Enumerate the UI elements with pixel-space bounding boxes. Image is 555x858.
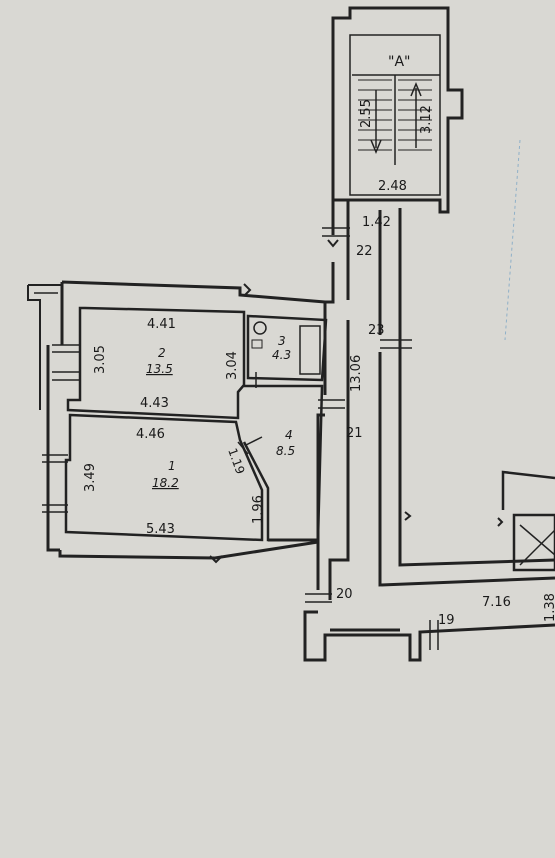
stair-arrow-right-head (410, 82, 422, 97)
stair-flight-right: 3.12 (419, 105, 434, 134)
dim-room2-bottom: 4.43 (140, 396, 169, 411)
room-4-walls (242, 384, 324, 542)
stair-treads-left (358, 79, 392, 151)
stair-flight-left: 2.55 (359, 99, 374, 128)
dim-room1-top: 4.46 (136, 427, 165, 442)
left-windows (42, 344, 80, 513)
room-3-number: 3 (278, 334, 286, 348)
bathtub (299, 325, 321, 375)
diag-wall-tick (237, 441, 249, 455)
room-3-area: 4.3 (272, 348, 291, 362)
ext-mark-2 (209, 555, 223, 564)
stair-treads-right (398, 79, 432, 151)
room-4-area: 8.5 (276, 444, 295, 458)
room-1-walls (64, 413, 264, 542)
ext-mark-1 (243, 283, 252, 297)
wall-mark-19: 19 (438, 613, 455, 628)
stair-width-label: 2.48 (378, 179, 407, 194)
sink-icon (251, 339, 263, 349)
corridor-right-wall (378, 210, 555, 587)
dim-corridor-right: 1.38 (543, 593, 555, 622)
room-1-door-tick (245, 436, 263, 446)
room-2-area: 13.5 (146, 362, 173, 376)
dim-corridor-bottom: 7.16 (482, 595, 511, 610)
wall-mark-23: 23 (368, 323, 385, 338)
dim-room1-left: 3.49 (83, 463, 98, 492)
stair-label: "A" (388, 54, 410, 70)
dim-room2-right: 3.04 (225, 351, 240, 380)
apartment-walls (27, 280, 328, 564)
room-3-walls (246, 314, 328, 382)
room-1-number: 1 (168, 459, 176, 473)
dim-room2-left: 3.05 (93, 345, 108, 374)
wall-mark-20: 20 (336, 587, 353, 602)
dim-diag-lower: 1.96 (251, 495, 266, 524)
room-2-number: 2 (158, 346, 166, 360)
room-1-area: 18.2 (152, 476, 179, 490)
dim-room2-top: 4.41 (147, 317, 176, 332)
corridor-inner-wall (328, 200, 400, 632)
corridor-small-marks (327, 239, 504, 527)
dim-corridor-long: 13.06 (349, 355, 364, 392)
staircase (331, 6, 464, 214)
stair-outer-wall (331, 6, 464, 214)
dim-room1-bottom: 5.43 (146, 522, 175, 537)
room-4-number: 4 (285, 428, 293, 442)
door-ticks (305, 227, 439, 650)
stair-inner-outline (349, 34, 441, 196)
balcony (27, 284, 62, 410)
corridor-walls (303, 200, 555, 662)
wall-mark-22: 22 (356, 244, 373, 259)
corridor-outer-wall (303, 200, 555, 662)
corridor-right-inner-wall (398, 208, 555, 567)
wall-mark-21: 21 (346, 426, 363, 441)
elevator-block (501, 470, 555, 572)
dim-corridor-top: 1.42 (362, 215, 391, 230)
toilet-icon (253, 321, 267, 335)
room-2-walls (66, 306, 246, 420)
stair-arrow-left-head (370, 139, 382, 154)
